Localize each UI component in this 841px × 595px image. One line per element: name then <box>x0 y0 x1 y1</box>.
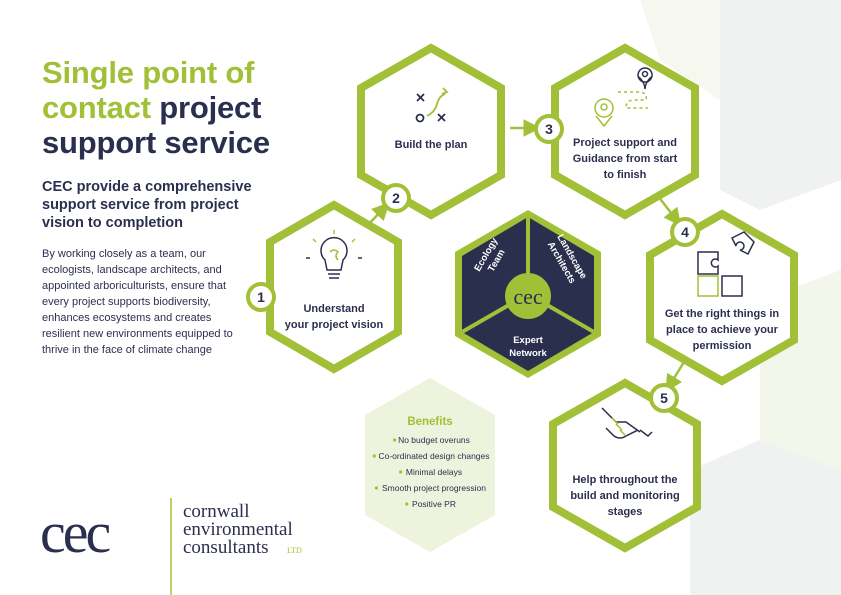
title-accent: Single point of contact <box>42 55 255 125</box>
bg-shape-bottom-right <box>690 440 841 595</box>
benefit-item: Smooth project progression <box>382 483 486 493</box>
logo-suffix: LTD <box>287 546 302 555</box>
logo-line-2: environmental <box>183 519 293 540</box>
title-rest: project support service <box>42 90 270 160</box>
step-3-label-line-1: Project support and <box>573 137 677 149</box>
puzzle-icon <box>697 231 755 297</box>
benefit-bullet <box>405 502 409 506</box>
handshake-icon <box>601 407 653 439</box>
core-expert-line-2: Network <box>509 348 547 359</box>
lightbulb-brain-icon <box>306 230 362 279</box>
logo-mark: cec <box>40 500 109 565</box>
step-5-label-line-2: build and monitoring <box>570 490 679 502</box>
step-2-number: 2 <box>392 190 400 206</box>
page-subtitle: CEC provide a comprehensive support serv… <box>42 179 252 231</box>
step-4-label-line-2: place to achieve your <box>666 324 779 336</box>
core-hexagon: cec Ecology Team Landscape Architects Ex… <box>455 210 601 378</box>
step-4-badge <box>670 217 700 247</box>
page-title: Single point of contact project support … <box>42 55 342 160</box>
step-5-label-line-1: Help throughout the <box>572 474 677 486</box>
core-expert-line-1: Expert <box>513 335 543 346</box>
benefit-item: Minimal delays <box>406 467 462 477</box>
core-logo: cec <box>513 284 543 309</box>
arrow-3-4 <box>657 195 682 226</box>
benefit-bullet <box>392 438 397 442</box>
step-4-label-line-1: Get the right things in <box>665 308 780 320</box>
benefit-item: Co-ordinated design changes <box>378 451 489 461</box>
benefit-item: Positive PR <box>412 499 456 509</box>
core-logo-badge <box>505 273 551 319</box>
step-1-badge <box>246 282 276 312</box>
logo-line-1: cornwall <box>183 501 249 522</box>
benefit-bullet <box>372 454 376 458</box>
step-4: Get the right things in place to achieve… <box>646 209 798 386</box>
step-2-label-line-1: Build the plan <box>395 139 468 151</box>
step-1-label-line-1: Understand <box>303 303 364 315</box>
step-3: Project support and Guidance from start … <box>534 43 699 220</box>
step-3-badge <box>534 114 564 144</box>
benefits-hexagon <box>365 378 495 552</box>
benefit-bullet <box>399 470 403 474</box>
step-4-label-line-3: permission <box>693 340 752 352</box>
step-4-number: 4 <box>681 224 689 240</box>
step-1-number: 1 <box>257 289 265 305</box>
benefits-title: Benefits <box>407 416 452 428</box>
step-3-label-line-2: Guidance from start <box>573 153 678 165</box>
logo-line-3: consultants <box>183 537 269 558</box>
map-route-icon <box>594 67 653 128</box>
bg-shape-top <box>640 0 720 100</box>
step-5: Help throughout the build and monitoring… <box>549 378 701 553</box>
step-3-label-line-3: to finish <box>604 169 647 181</box>
intro-paragraph: By working closely as a team, our ecolog… <box>42 248 233 356</box>
company-logo: cec cornwall environmental consultants L… <box>40 498 302 595</box>
step-2-badge <box>381 183 411 213</box>
benefit-bullet <box>374 486 378 490</box>
step-5-badge <box>649 383 679 413</box>
step-3-number: 3 <box>545 121 553 137</box>
step-5-number: 5 <box>660 390 668 406</box>
step-2: Build the plan 2 <box>357 43 505 220</box>
strategy-plan-icon <box>415 87 449 123</box>
arrow-4-5 <box>665 361 686 393</box>
bg-shape-top-right <box>720 0 841 210</box>
step-1: Understand your project vision 1 <box>246 200 402 374</box>
benefit-item: No budget overuns <box>398 435 470 445</box>
step-5-label-line-3: stages <box>608 506 643 518</box>
step-1-label-line-2: your project vision <box>285 319 384 331</box>
